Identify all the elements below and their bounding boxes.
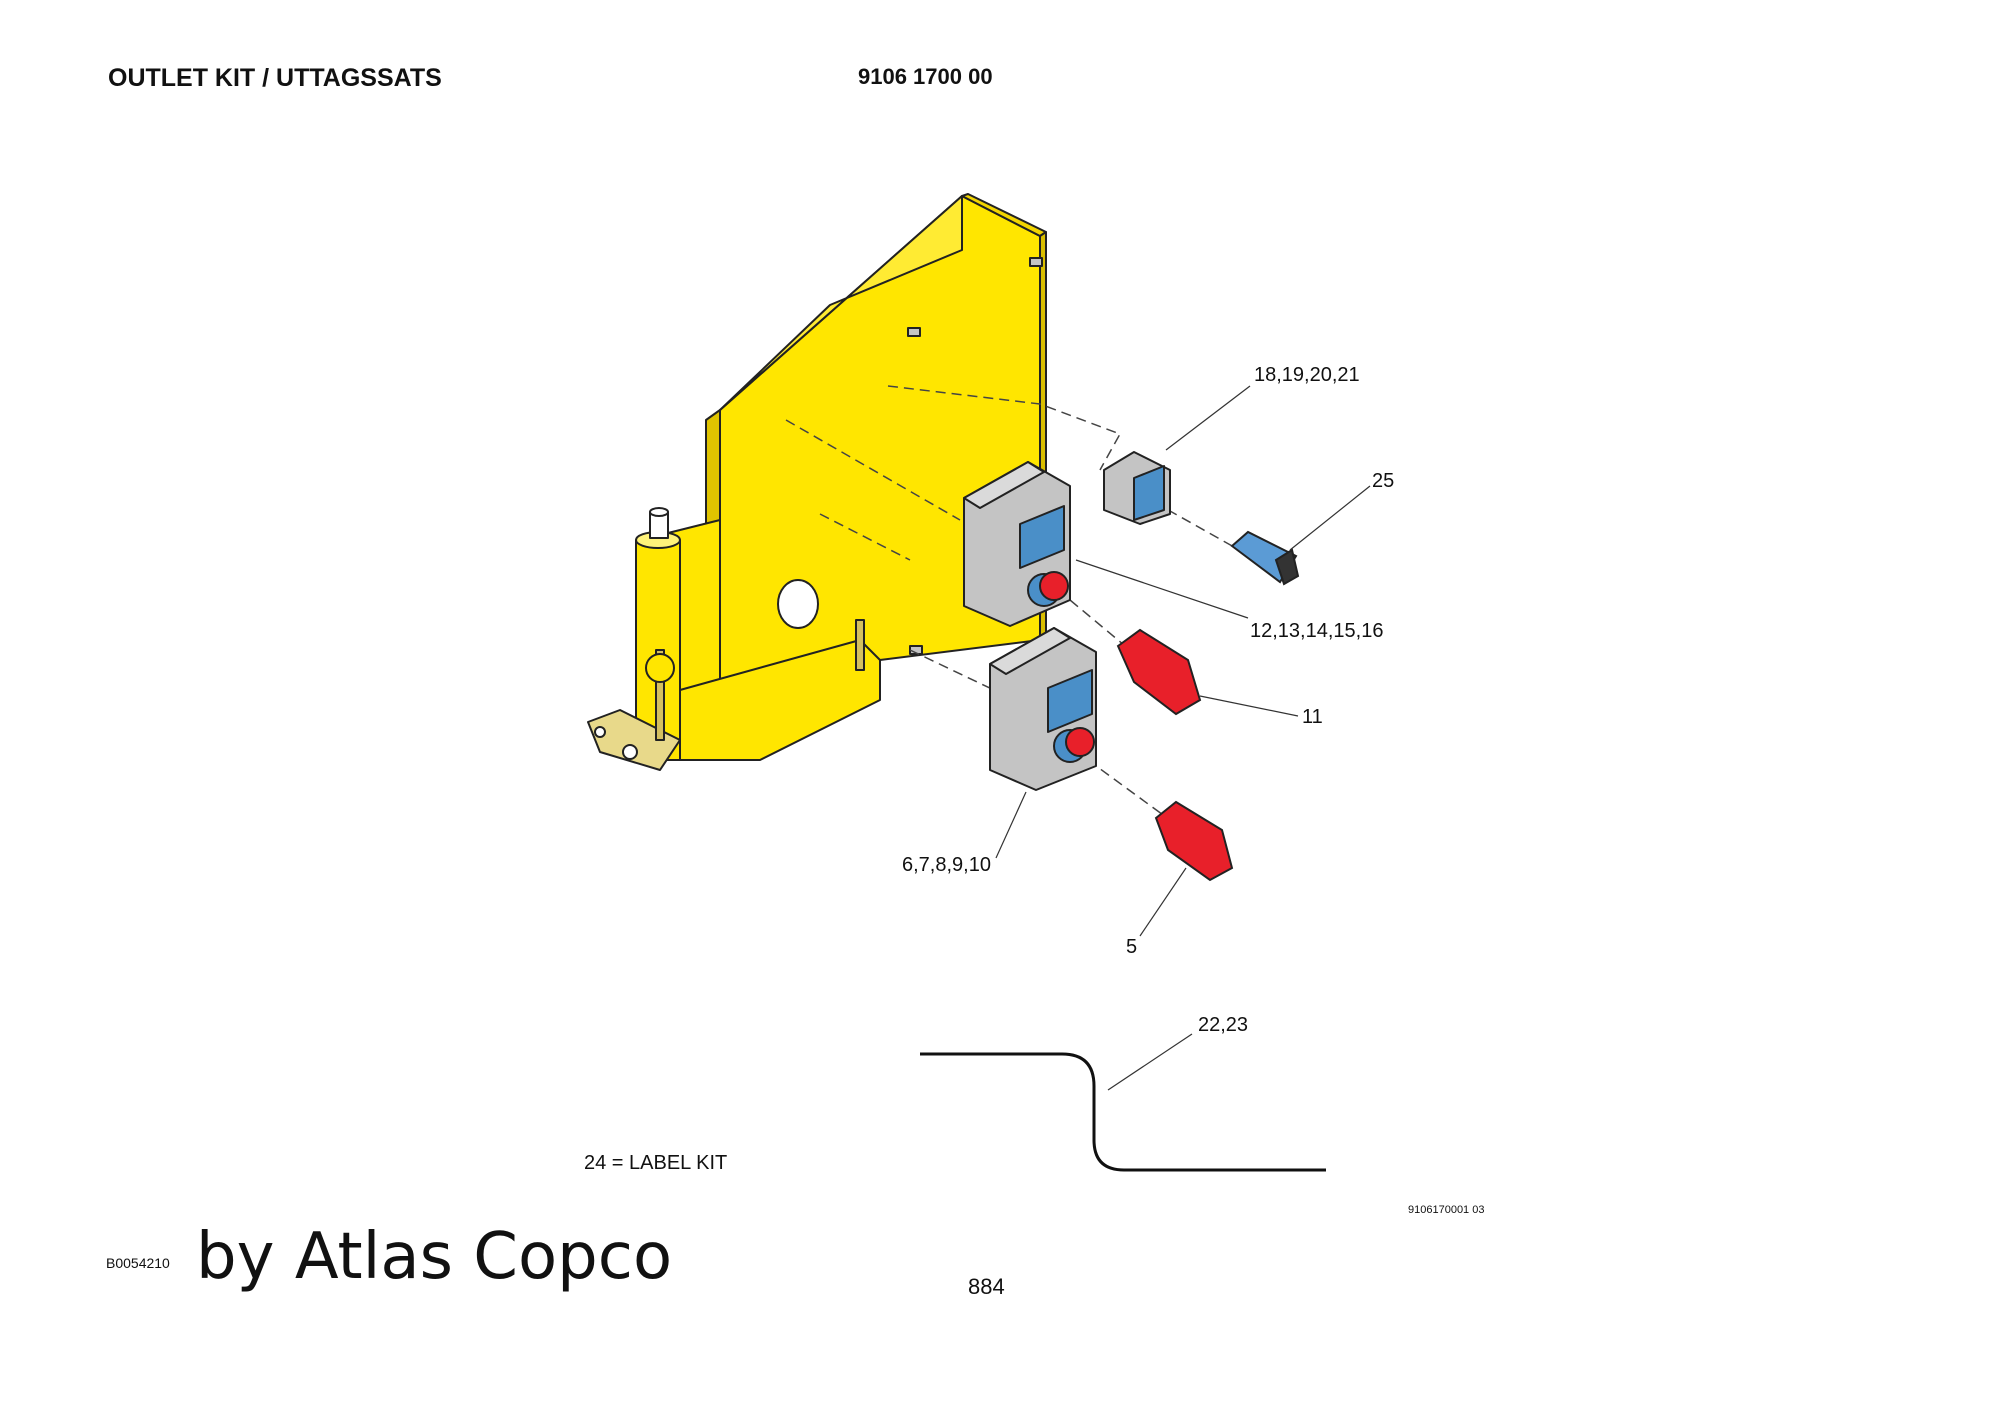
label-kit-note: 24 = LABEL KIT [584,1152,728,1174]
callout-22-23: 22,23 [1198,1014,1249,1036]
red-plug-upper [1116,628,1202,716]
red-plug-lower [1154,800,1234,882]
callout-11: 11 [1302,706,1323,728]
page-title: OUTLET KIT / UTTAGSSATS [108,64,442,92]
outlet-box-lower [989,627,1097,791]
callout-6-10: 6,7,8,9,10 [902,854,991,876]
mounting-frame [587,193,1047,771]
byline: by Atlas Copco [196,1220,673,1294]
part-number: 9106 1700 00 [858,64,993,89]
callout-25: 25 [1372,470,1395,492]
leader-lines [995,385,1371,1091]
callout-12-16: 12,13,14,15,16 [1250,620,1384,642]
page-number: 884 [968,1274,1005,1299]
callout-5: 5 [1126,936,1138,958]
callout-18-19-20-21: 18,19,20,21 [1254,364,1360,386]
label-strip [920,1052,1326,1172]
drawing-number: 9106170001 03 [1408,1204,1485,1216]
outlet-box-upper [963,461,1071,627]
reference-code: B0054210 [106,1255,170,1271]
small-outlet-box [1103,451,1171,525]
blue-plug [1230,530,1300,586]
